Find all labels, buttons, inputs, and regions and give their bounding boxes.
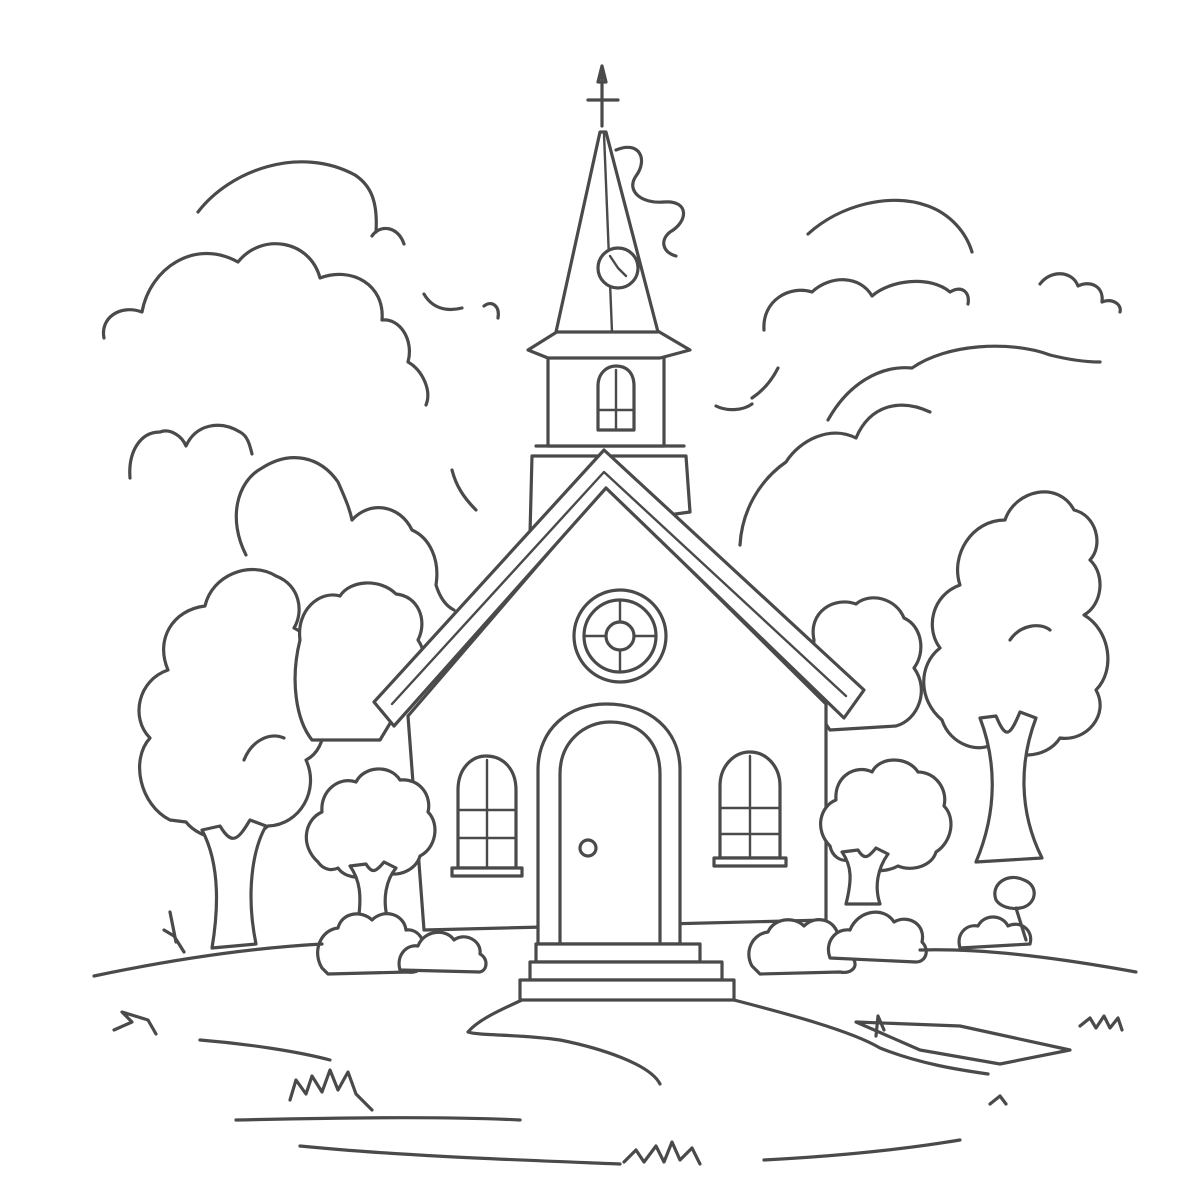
path-slab bbox=[854, 1020, 1072, 1066]
bush-right-2 bbox=[826, 910, 928, 964]
ground bbox=[92, 910, 1138, 1166]
ground-line-right-low bbox=[762, 1138, 962, 1162]
twig-left bbox=[162, 910, 186, 954]
church-roof-inner-line bbox=[390, 470, 848, 706]
tree-left-behind bbox=[293, 581, 426, 742]
cloud-far-right bbox=[1038, 272, 1122, 314]
grass-left bbox=[112, 1010, 374, 1112]
hill-right bbox=[918, 948, 1138, 974]
bird-4 bbox=[714, 402, 754, 412]
window-right-sill bbox=[712, 856, 788, 868]
cloud-top-left-arc bbox=[196, 160, 378, 234]
cloud-behind-trees-left bbox=[234, 456, 456, 612]
path-left-edge bbox=[466, 998, 662, 1086]
cloud-behind-trees-right bbox=[738, 403, 932, 547]
bush-left-2 bbox=[397, 930, 488, 974]
cloud-top-left-curl bbox=[370, 226, 406, 246]
bird-5 bbox=[750, 366, 780, 400]
rose-window-icon bbox=[572, 588, 668, 684]
grass-center bbox=[622, 1140, 702, 1166]
path-right-edge bbox=[732, 998, 990, 1076]
tree-left-large-canopy bbox=[137, 567, 326, 842]
step-top bbox=[534, 942, 702, 964]
church-roof bbox=[372, 448, 866, 728]
birds bbox=[422, 292, 780, 512]
spire-eave bbox=[526, 328, 692, 360]
hill-left bbox=[92, 942, 324, 978]
cloud-left-lower bbox=[128, 423, 254, 480]
spire-ribbon bbox=[614, 145, 686, 258]
door-knob-icon bbox=[578, 838, 598, 858]
window-left-sill bbox=[450, 866, 524, 878]
cloud-right-mid bbox=[762, 278, 970, 332]
tree-left-large-detail bbox=[242, 734, 286, 762]
step-middle bbox=[528, 960, 724, 982]
window-left-grid bbox=[456, 758, 518, 870]
step-bottom bbox=[518, 978, 736, 1002]
flower-right-stem bbox=[1014, 906, 1028, 942]
tree-right-large-detail bbox=[1008, 624, 1052, 642]
grass-right bbox=[988, 1014, 1124, 1106]
clouds bbox=[101, 160, 1122, 612]
cloud-right-big bbox=[826, 344, 1102, 422]
belfry-window-mullion bbox=[596, 368, 636, 432]
bird-1 bbox=[422, 292, 464, 312]
clock-hands bbox=[608, 254, 628, 278]
bushes bbox=[316, 875, 1036, 976]
tree-right-large-trunk bbox=[974, 710, 1044, 864]
steeple bbox=[526, 64, 692, 536]
ground-line-left-low bbox=[198, 1038, 332, 1062]
window-right-grid bbox=[718, 754, 782, 860]
cloud-left-big bbox=[101, 242, 430, 407]
tree-right-large bbox=[922, 490, 1110, 864]
tree-right-large-canopy bbox=[922, 490, 1110, 757]
tree-left-large-trunk bbox=[200, 818, 268, 950]
bush-right-1 bbox=[747, 918, 858, 976]
tree-front-right bbox=[819, 758, 953, 906]
tree-front-left-trunk bbox=[348, 860, 398, 924]
tree-front-left bbox=[304, 767, 437, 924]
door bbox=[558, 720, 662, 946]
bird-3 bbox=[450, 468, 478, 512]
ground-line-front bbox=[234, 1116, 522, 1122]
bush-far-right bbox=[957, 915, 1033, 950]
rose-window-spokes bbox=[582, 598, 658, 674]
ground-line-bottom bbox=[298, 1144, 622, 1166]
grass-tuft-path bbox=[874, 1014, 886, 1038]
flower-right bbox=[993, 875, 1036, 911]
cross-icon bbox=[586, 64, 620, 128]
tree-front-right-trunk bbox=[840, 846, 890, 906]
cloud-right-top-arc bbox=[806, 198, 974, 254]
spire-edge bbox=[602, 132, 614, 334]
tree-left-large bbox=[137, 567, 326, 950]
bird-2 bbox=[482, 302, 500, 320]
tree-front-left-canopy bbox=[304, 767, 437, 880]
tree-left-behind-canopy bbox=[293, 581, 426, 742]
church bbox=[372, 448, 866, 1002]
